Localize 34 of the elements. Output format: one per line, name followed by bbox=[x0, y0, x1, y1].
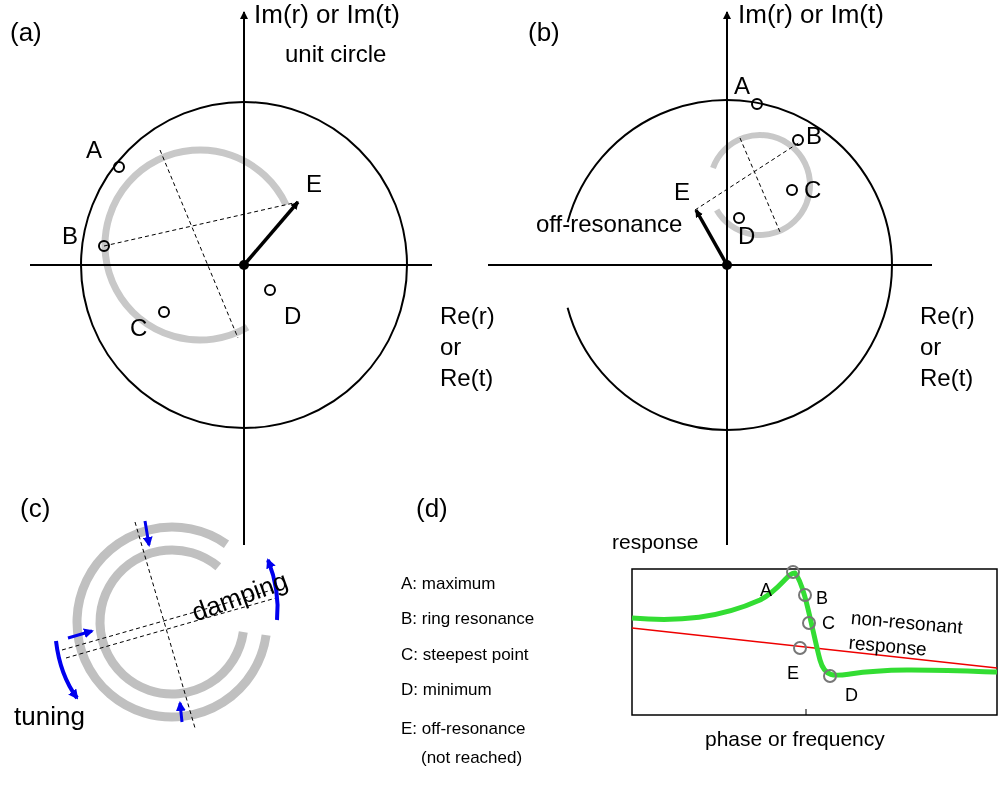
axis-label: response bbox=[612, 530, 699, 555]
point-label: A bbox=[760, 580, 772, 601]
legend-text: B: ring resonance bbox=[401, 609, 535, 629]
point-label: B bbox=[806, 122, 822, 150]
point-label: D bbox=[845, 685, 858, 706]
point-label: C bbox=[822, 613, 835, 634]
axis-label: Re(r) or Re(t) bbox=[920, 301, 976, 394]
axis-label: Im(r) or Im(t) bbox=[254, 0, 400, 30]
point-label: C bbox=[130, 314, 148, 342]
motion-label: tuning bbox=[14, 702, 85, 732]
point-label: A bbox=[734, 72, 750, 100]
legend-text: E: off-resonance (not reached) bbox=[401, 718, 527, 769]
curve-label: unit circle bbox=[285, 40, 387, 68]
point-label: B bbox=[62, 222, 78, 250]
point-label: E bbox=[306, 170, 322, 198]
point-label: B bbox=[816, 588, 828, 609]
point-label: A bbox=[86, 136, 102, 164]
axis-label: Im(r) or Im(t) bbox=[738, 0, 884, 30]
legend-text: D: minimum bbox=[401, 680, 492, 700]
legend-text: A: maximum bbox=[401, 574, 496, 594]
panel-label: (a) bbox=[10, 18, 42, 48]
point-label: E bbox=[674, 178, 690, 206]
panel-label: (b) bbox=[528, 18, 560, 48]
point-label: C bbox=[804, 176, 822, 204]
curve-label: off-resonance bbox=[536, 210, 683, 238]
curve-label: non-resonant response bbox=[847, 606, 965, 662]
axis-label: phase or frequency bbox=[705, 727, 885, 752]
panel-label: (d) bbox=[416, 494, 448, 524]
point-label: D bbox=[738, 222, 756, 250]
point-label: E bbox=[787, 663, 799, 684]
panel-label: (c) bbox=[20, 494, 51, 524]
legend-text: C: steepest point bbox=[401, 645, 529, 665]
axis-label: Re(r) or Re(t) bbox=[440, 301, 496, 394]
point-label: D bbox=[284, 302, 302, 330]
